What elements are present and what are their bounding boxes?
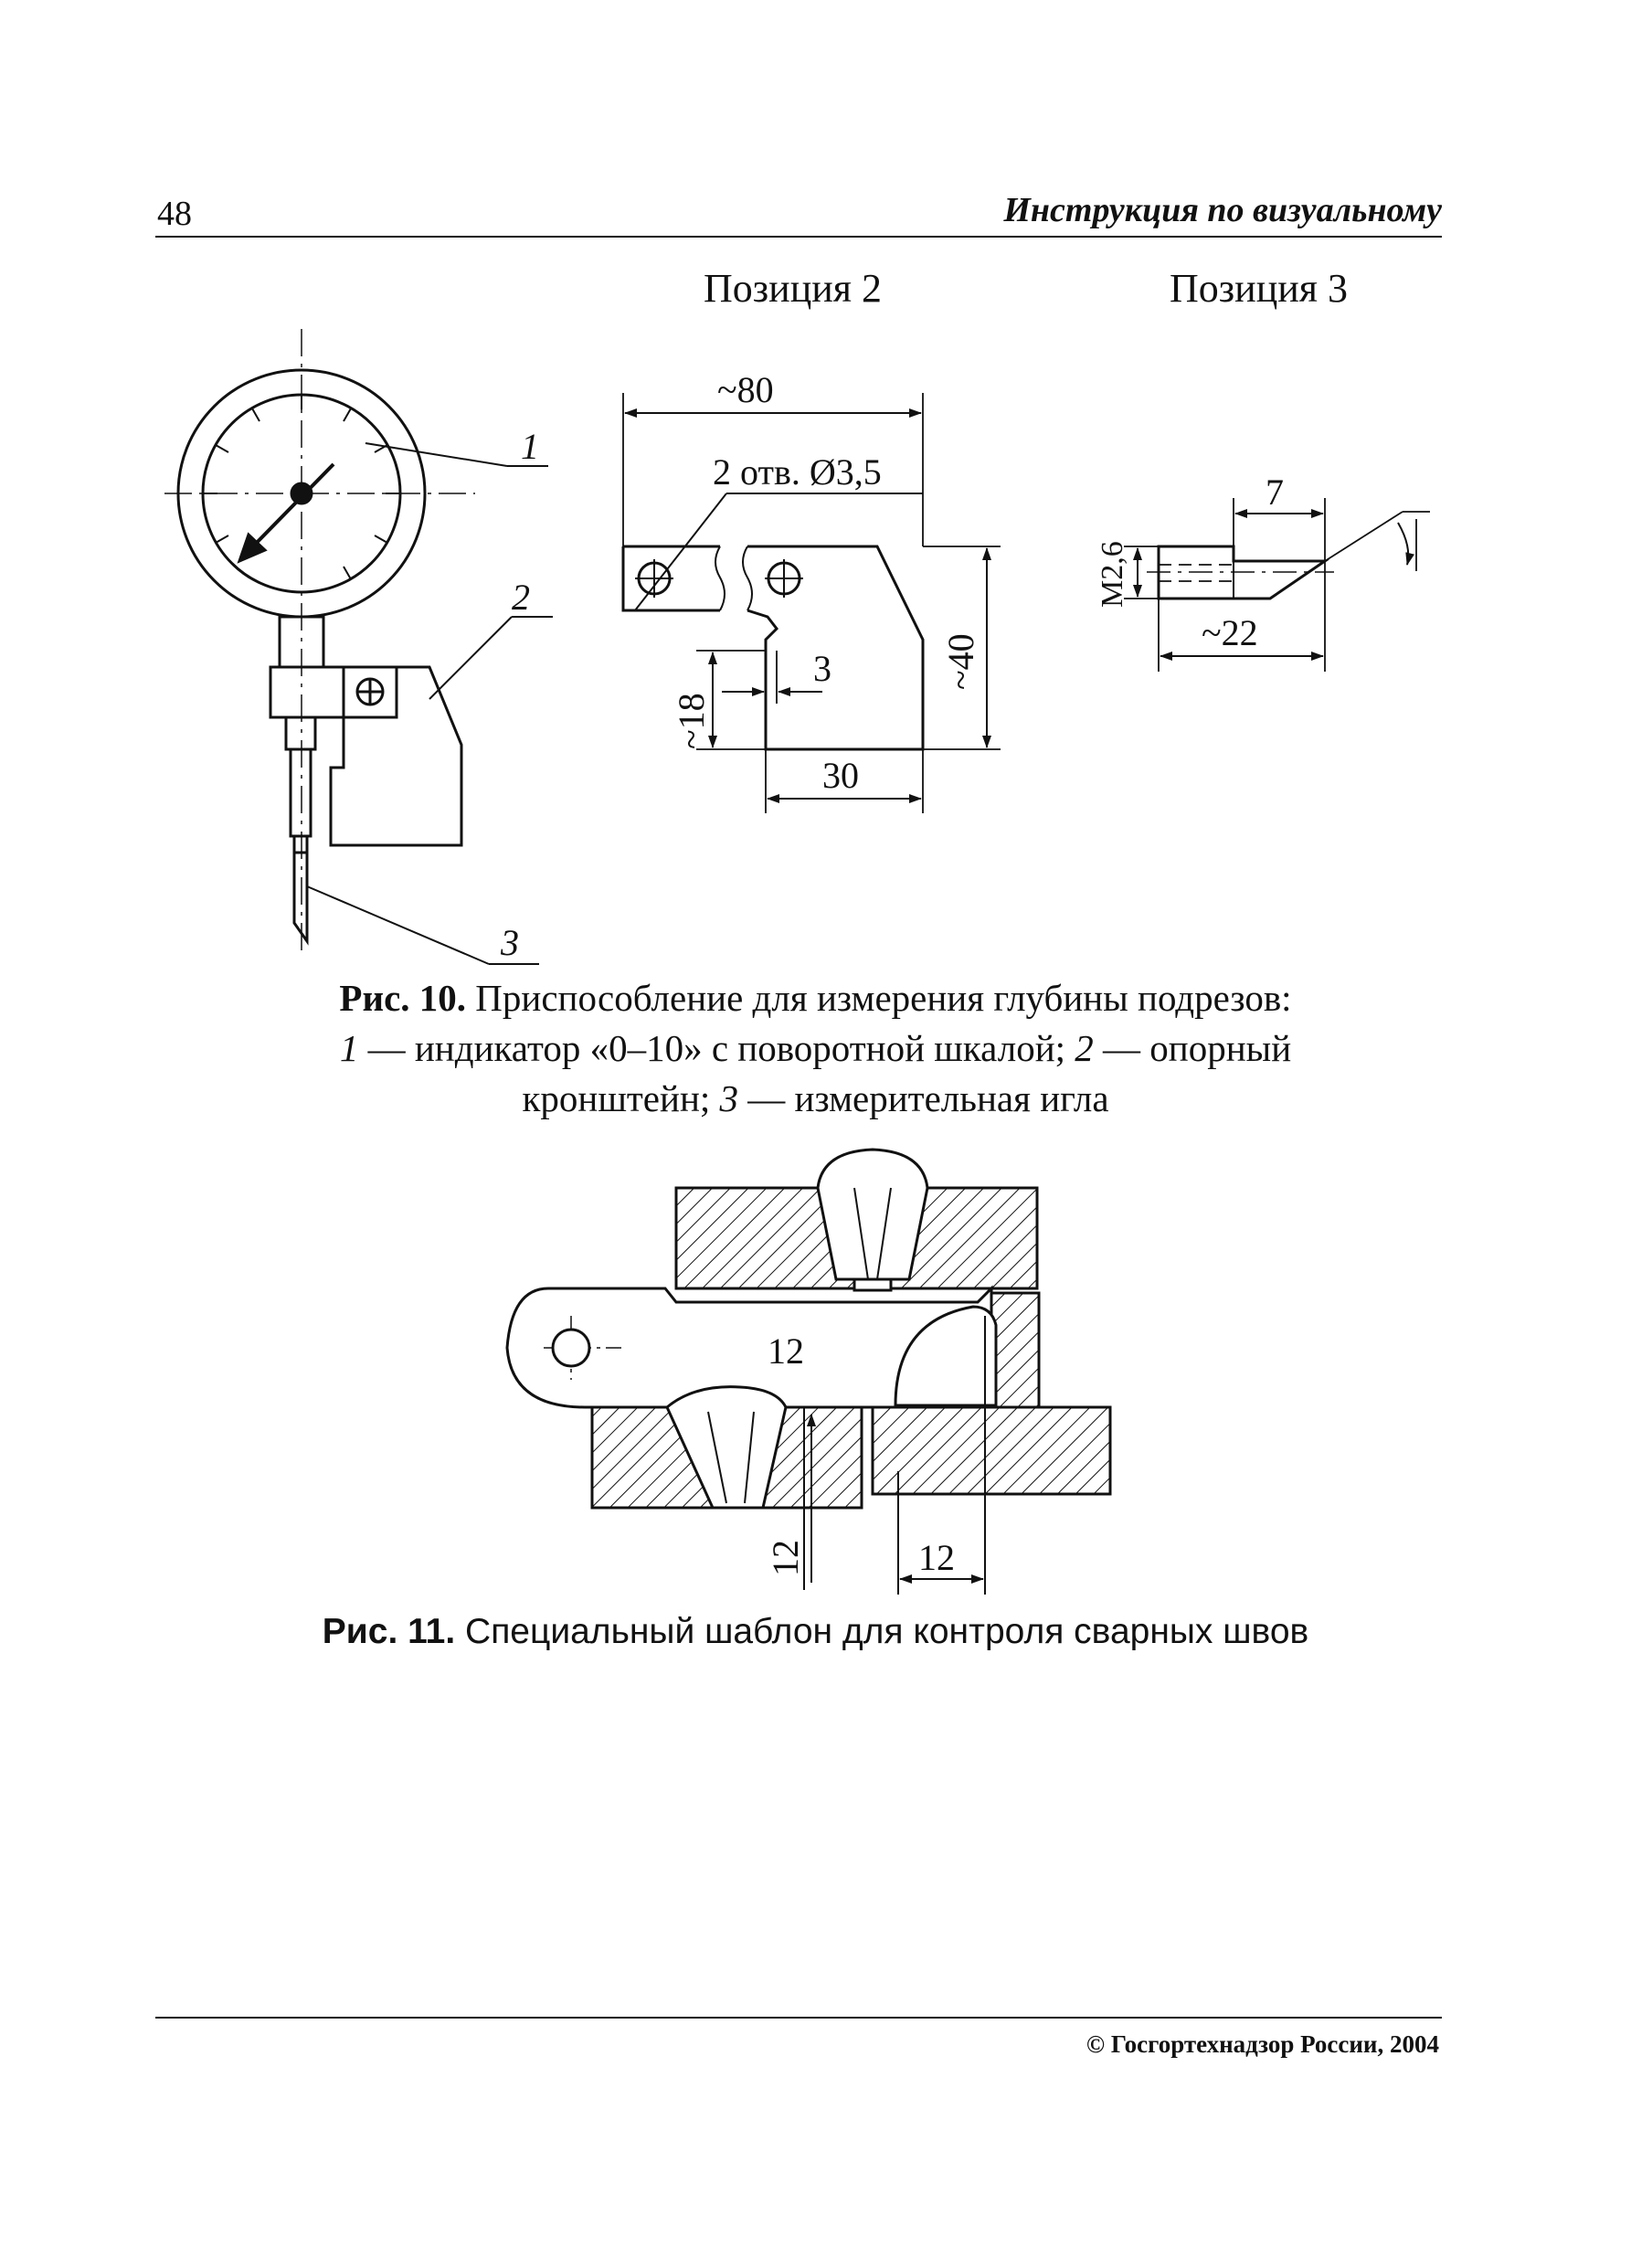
item3-text: — измерительная игла (738, 1077, 1109, 1119)
page-number: 48 (157, 195, 192, 233)
callout-2: 2 (512, 577, 530, 618)
item2-number: 2 (1075, 1027, 1094, 1069)
dim-18: ~18 (671, 693, 712, 749)
item2-continued: кронштейн; (522, 1077, 720, 1119)
callout-leaders (306, 442, 553, 965)
figure11-label: Рис. 11. (322, 1612, 456, 1651)
item1-text: — индикатор «0–10» с поворотной шкалой; (358, 1027, 1075, 1069)
copyright-footer: © Госгортехнадзор России, 2004 (1086, 2030, 1439, 2058)
dim-3: 3 (813, 648, 831, 689)
position2-title: Позиция 2 (704, 266, 882, 311)
figure11-title: Специальный шаблон для контроля сварных … (455, 1612, 1309, 1651)
figure10-caption: Рис. 10. Приспособление для измерения гл… (210, 973, 1421, 1124)
dim-40: ~40 (940, 633, 981, 690)
dim-holes: 2 отв. Ø3,5 (713, 451, 882, 493)
item2-text: — опорный (1093, 1027, 1292, 1069)
footer-rule (155, 2017, 1442, 2019)
dial-indicator-drawing (164, 329, 475, 950)
figure11-caption: Рис. 11. Специальный шаблон для контроля… (210, 1606, 1421, 1657)
dim-m26: M2,6 (1096, 541, 1129, 608)
figure10-caption-line2: 1 — индикатор «0–10» с поворотной шкалой… (210, 1023, 1421, 1074)
template-label: 12 (768, 1330, 804, 1372)
figure10-title: Приспособление для измерения глубины под… (475, 977, 1292, 1019)
dim-80: ~80 (717, 369, 774, 410)
figure10-caption-line3: кронштейн; 3 — измерительная игла (210, 1074, 1421, 1124)
item3-number: 3 (719, 1077, 739, 1119)
position2-bracket-drawing (621, 393, 1001, 813)
position3-needle-drawing (1124, 498, 1430, 672)
dim-30: 30 (822, 755, 859, 796)
running-head: Инструкция по визуальному (1003, 191, 1442, 229)
dim-7: 7 (1266, 472, 1284, 513)
callout-1: 1 (521, 426, 539, 467)
item1-number: 1 (339, 1027, 359, 1069)
dim-12-horizontal: 12 (918, 1537, 955, 1578)
dim-12-vertical: 12 (765, 1540, 806, 1576)
figure10-caption-line1: Рис. 10. Приспособление для измерения гл… (210, 973, 1421, 1023)
figure10-label: Рис. 10. (339, 977, 467, 1019)
callout-3: 3 (500, 922, 519, 963)
position3-title: Позиция 3 (1170, 266, 1348, 311)
dim-22: ~22 (1202, 612, 1258, 653)
weld-template-drawing (505, 1148, 1112, 1510)
header-rule (155, 236, 1442, 238)
weld-dimension-lines (803, 1316, 986, 1595)
